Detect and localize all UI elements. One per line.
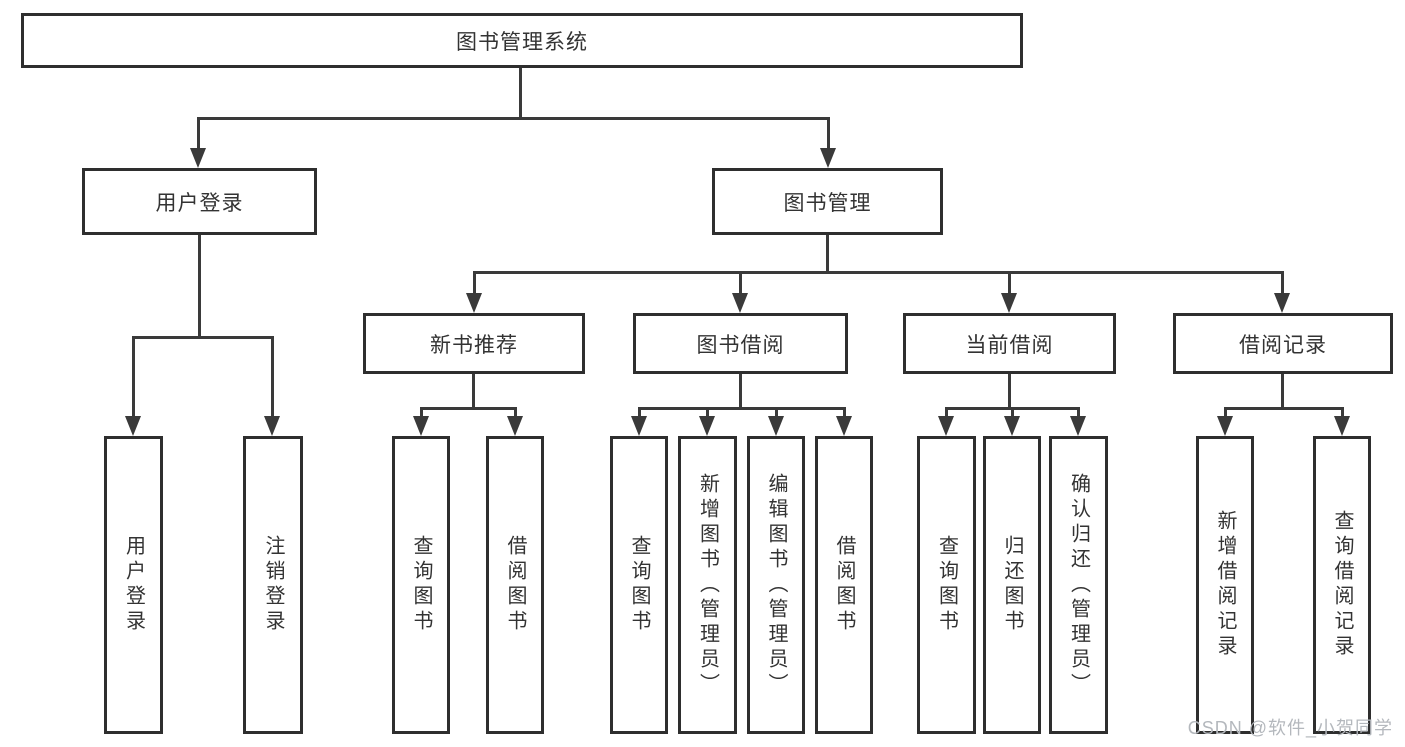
arrow-head bbox=[820, 148, 836, 168]
arrow-head bbox=[836, 416, 852, 436]
arrow-head bbox=[1070, 416, 1086, 436]
node-root: 图书管理系统 bbox=[21, 13, 1023, 68]
node-borrow-records: 借阅记录 bbox=[1173, 313, 1393, 374]
connector-line bbox=[473, 271, 476, 293]
arrow-head bbox=[125, 416, 141, 436]
leaf-borrow-borrow-books: 借阅图书 bbox=[815, 436, 873, 734]
arrow-head bbox=[1001, 293, 1017, 313]
leaf-newbook-borrow-books: 借阅图书 bbox=[486, 436, 544, 734]
node-current-borrow: 当前借阅 bbox=[903, 313, 1116, 374]
connector-line bbox=[638, 407, 641, 417]
connector-line bbox=[1077, 407, 1080, 417]
connector-line bbox=[739, 374, 742, 408]
connector-line bbox=[1341, 407, 1344, 417]
connector-line bbox=[826, 235, 829, 273]
connector-line bbox=[271, 336, 274, 416]
connector-line bbox=[1281, 271, 1284, 293]
connector-line bbox=[132, 336, 274, 339]
node-user-login: 用户登录 bbox=[82, 168, 317, 235]
arrow-head bbox=[190, 148, 206, 168]
arrow-head bbox=[413, 416, 429, 436]
leaf-current-query-books: 查询图书 bbox=[917, 436, 976, 734]
connector-line bbox=[198, 235, 201, 336]
connector-line bbox=[1281, 374, 1284, 408]
arrow-head bbox=[466, 293, 482, 313]
arrow-head bbox=[1217, 416, 1233, 436]
connector-line bbox=[843, 407, 846, 417]
connector-line bbox=[827, 117, 830, 149]
connector-line bbox=[472, 373, 475, 408]
leaf-logout: 注销登录 bbox=[243, 436, 303, 734]
connector-line bbox=[197, 117, 200, 149]
arrow-head bbox=[1004, 416, 1020, 436]
connector-line bbox=[132, 336, 135, 416]
connector-line bbox=[775, 407, 778, 417]
node-new-book-recommend: 新书推荐 bbox=[363, 313, 585, 374]
node-book-borrow: 图书借阅 bbox=[633, 313, 848, 374]
arrow-head bbox=[1274, 293, 1290, 313]
arrow-head bbox=[732, 293, 748, 313]
arrow-head bbox=[1334, 416, 1350, 436]
leaf-borrow-edit-books-admin: 编辑图书（管理员） bbox=[747, 436, 805, 734]
leaf-current-return-books: 归还图书 bbox=[983, 436, 1041, 734]
leaf-borrow-query-books: 查询图书 bbox=[610, 436, 668, 734]
connector-line bbox=[420, 407, 423, 417]
leaf-borrow-add-books-admin: 新增图书（管理员） bbox=[678, 436, 737, 734]
leaf-current-confirm-return-admin: 确认归还（管理员） bbox=[1049, 436, 1108, 734]
arrow-head bbox=[699, 416, 715, 436]
connector-line bbox=[706, 407, 709, 417]
arrow-head bbox=[507, 416, 523, 436]
connector-line bbox=[421, 407, 517, 410]
csdn-watermark: CSDN @软件_小贺同学 bbox=[1187, 718, 1393, 738]
connector-line bbox=[739, 271, 742, 293]
node-book-management: 图书管理 bbox=[712, 168, 943, 235]
connector-line bbox=[1224, 407, 1343, 410]
leaf-records-query-record: 查询借阅记录 bbox=[1313, 436, 1371, 734]
leaf-newbook-query-books: 查询图书 bbox=[392, 436, 450, 734]
connector-line bbox=[638, 407, 845, 410]
connector-line bbox=[1011, 407, 1014, 417]
connector-line bbox=[519, 68, 522, 117]
connector-line bbox=[1008, 374, 1011, 408]
arrow-head bbox=[631, 416, 647, 436]
connector-line bbox=[514, 407, 517, 417]
arrow-head bbox=[264, 416, 280, 436]
connector-line bbox=[1224, 407, 1227, 417]
leaf-records-add-record: 新增借阅记录 bbox=[1196, 436, 1254, 734]
connector-line bbox=[1008, 271, 1011, 293]
arrow-head bbox=[768, 416, 784, 436]
connector-line bbox=[945, 407, 948, 417]
leaf-user-login: 用户登录 bbox=[104, 436, 163, 734]
arrow-head bbox=[938, 416, 954, 436]
connector-line bbox=[198, 117, 830, 120]
connector-line bbox=[473, 271, 1284, 274]
